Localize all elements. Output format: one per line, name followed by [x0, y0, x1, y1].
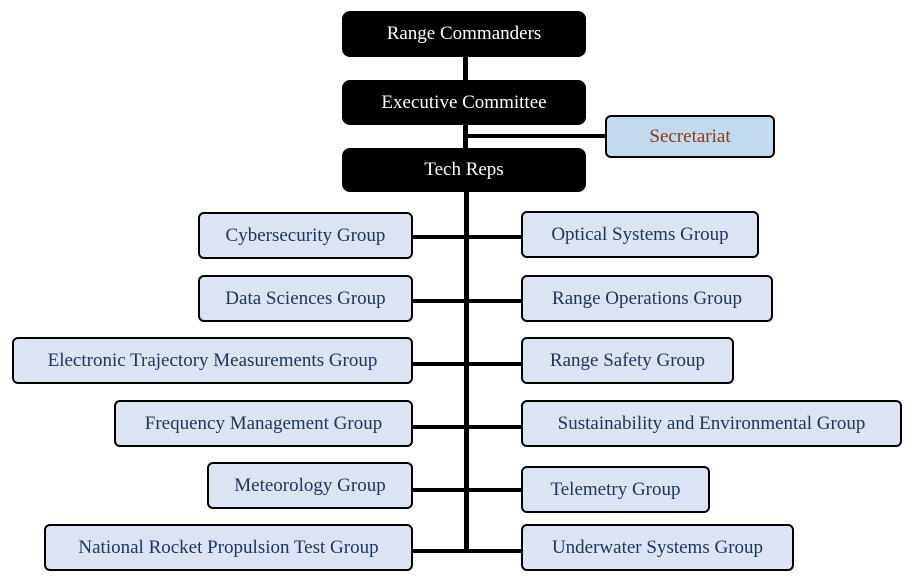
group-box-telemetry: Telemetry Group: [521, 466, 710, 513]
group-box-frequency-management: Frequency Management Group: [114, 400, 413, 447]
group-box-meteorology: Meteorology Group: [207, 462, 413, 509]
group-box-range-safety: Range Safety Group: [521, 337, 734, 384]
right-connector-line: [466, 362, 523, 366]
group-box-sustainability-environmental: Sustainability and Environmental Group: [521, 400, 902, 447]
secretariat-connector-line: [466, 134, 607, 138]
group-box-data-sciences: Data Sciences Group: [198, 275, 413, 322]
group-box-electronic-trajectory: Electronic Trajectory Measurements Group: [12, 337, 413, 384]
executive-committee-box: Executive Committee: [342, 80, 586, 125]
range-commanders-box: Range Commanders: [342, 11, 586, 57]
right-connector-line: [466, 299, 523, 303]
group-box-underwater-systems: Underwater Systems Group: [521, 524, 794, 571]
group-box-optical-systems: Optical Systems Group: [521, 211, 759, 258]
trunk-main-line: [464, 190, 469, 551]
left-connector-line: [411, 488, 466, 492]
group-box-range-operations: Range Operations Group: [521, 275, 773, 322]
left-connector-line: [411, 362, 466, 366]
right-connector-line: [466, 235, 523, 239]
left-connector-line: [411, 235, 466, 239]
left-connector-line: [411, 549, 466, 553]
left-connector-line: [411, 425, 466, 429]
tech-reps-box: Tech Reps: [342, 148, 586, 192]
left-connector-line: [411, 299, 466, 303]
right-connector-line: [466, 488, 523, 492]
group-box-cybersecurity: Cybersecurity Group: [198, 212, 413, 259]
group-box-national-rocket-propulsion: National Rocket Propulsion Test Group: [44, 524, 413, 571]
right-connector-line: [466, 549, 523, 553]
right-connector-line: [466, 425, 523, 429]
secretariat-box: Secretariat: [605, 115, 775, 158]
